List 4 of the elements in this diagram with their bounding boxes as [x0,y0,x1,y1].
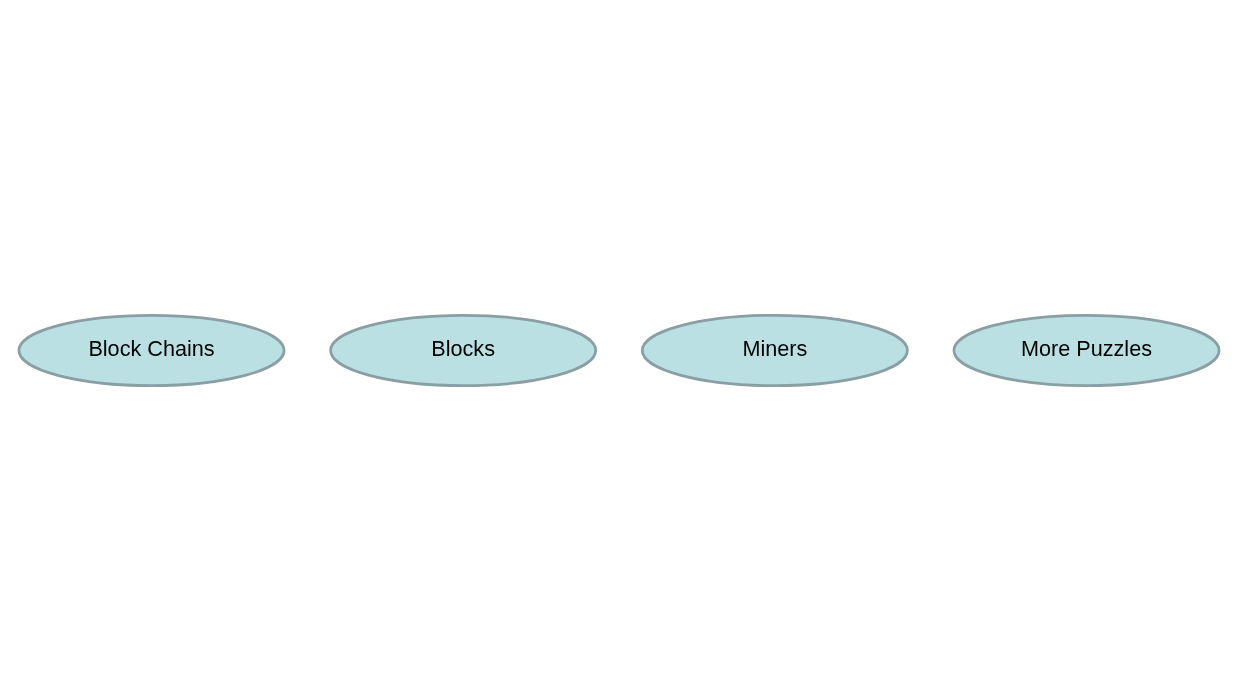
node-ellipse: More Puzzles [952,313,1221,387]
node-ellipse: Block Chains [17,313,286,387]
node-ellipse: Miners [640,313,909,387]
node-ellipse: Blocks [329,313,598,387]
